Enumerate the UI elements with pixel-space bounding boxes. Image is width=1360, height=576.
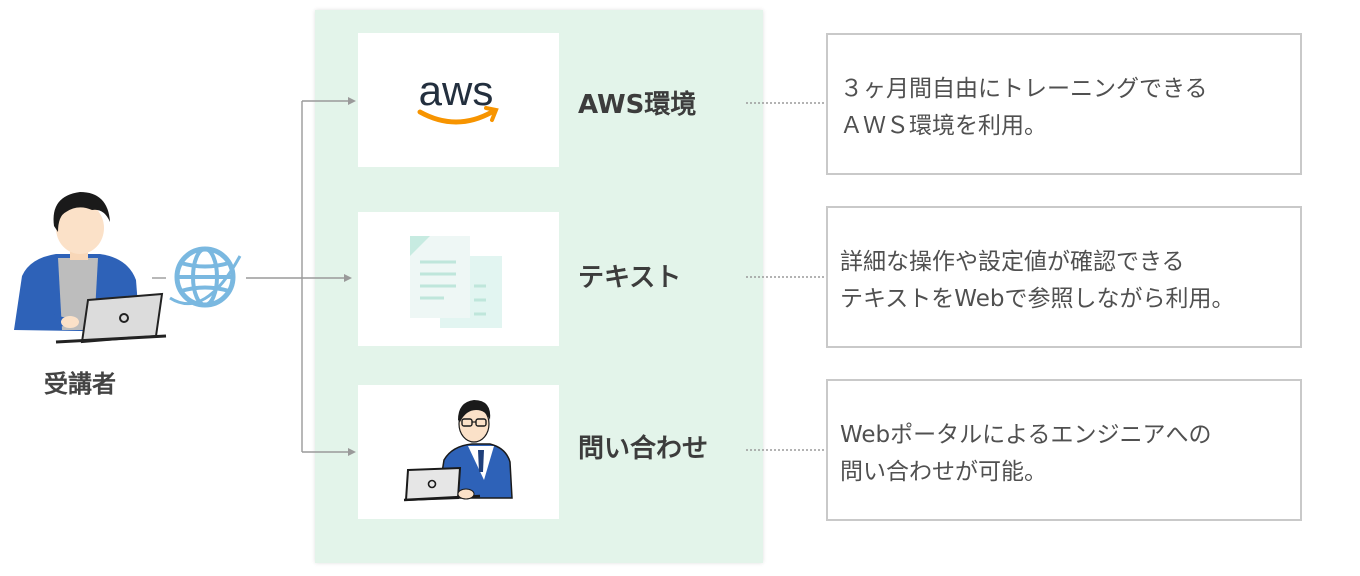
description-inquiry-line-1: Webポータルによるエンジニアへの	[840, 422, 1212, 448]
description-inquiry-line-2: 問い合わせが可能。	[840, 459, 1047, 485]
description-text: 詳細な操作や設定値が確認できる テキストをWebで参照しながら利用。	[826, 206, 1302, 348]
label-text: テキスト	[578, 263, 682, 293]
description-aws-line-1: ３ヶ月間自由にトレーニングできる	[840, 76, 1208, 102]
description-inquiry: Webポータルによるエンジニアへの 問い合わせが可能。	[826, 379, 1302, 521]
description-text-line-2: テキストをWebで参照しながら利用。	[840, 286, 1235, 312]
label-aws: AWS環境	[578, 90, 697, 120]
learner-label: 受講者	[44, 370, 116, 398]
aws-card	[358, 33, 559, 167]
label-inquiry: 問い合わせ	[578, 434, 709, 464]
description-aws-line-2: ＡＷＳ環境を利用。	[840, 113, 1047, 139]
description-aws: ３ヶ月間自由にトレーニングできる ＡＷＳ環境を利用。	[826, 33, 1302, 175]
description-text-line-1: 詳細な操作や設定値が確認できる	[840, 249, 1185, 275]
aws-logo-text: aws	[419, 67, 494, 114]
